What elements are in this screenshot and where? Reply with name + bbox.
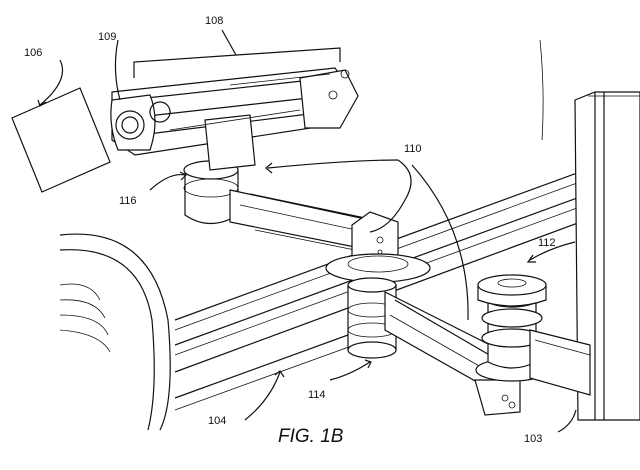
- arm-segment-lower: [384, 291, 521, 416]
- label-110: 110: [404, 143, 422, 155]
- left-wheel: [59, 233, 171, 431]
- roller-stack-112: [475, 274, 549, 382]
- label-114: 114: [308, 389, 326, 401]
- label-106: 106: [24, 47, 42, 59]
- arm-segment-upper: [229, 189, 371, 252]
- label-103: 103: [524, 433, 542, 445]
- joint-110: [325, 211, 431, 283]
- leader-lines: [37, 29, 577, 433]
- label-108: 108: [205, 15, 223, 27]
- figure-caption: FIG. 1B: [278, 426, 344, 447]
- label-116: 116: [119, 195, 137, 207]
- label-112: 112: [538, 237, 556, 249]
- frame-103: [539, 39, 640, 421]
- end-effector-108: [110, 67, 359, 171]
- column-114: [347, 277, 397, 359]
- arm-segment-right: [529, 329, 591, 396]
- label-104: 104: [208, 415, 226, 427]
- panel-106: [11, 87, 111, 193]
- label-109: 109: [98, 31, 116, 43]
